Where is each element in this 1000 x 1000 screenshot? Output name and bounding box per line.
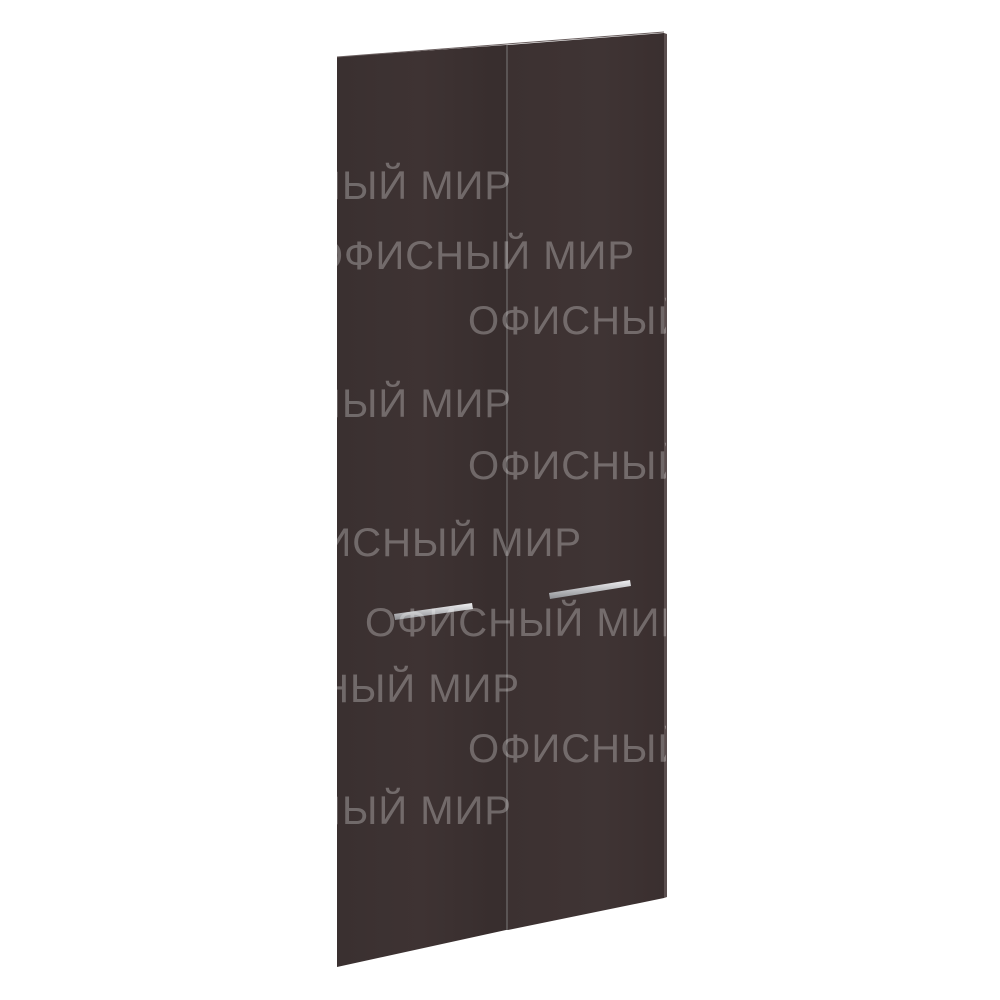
watermark-layer: ОФИСНЫЙ МИР ОФИСНЫЙ МИР ОФИСНЫЙ МИР ОФИС… xyxy=(189,162,791,833)
watermark-text: ОФИСНЫЙ МИР xyxy=(468,442,791,488)
watermark-text: ОФИСНЫЙ МИР xyxy=(197,665,520,711)
right-door xyxy=(508,33,664,930)
watermark-text: ОФИСНЫЙ МИР xyxy=(259,519,582,565)
left-door-handle xyxy=(394,603,473,620)
watermark-text: ОФИСНЫЙ МИР xyxy=(468,297,791,343)
watermark-text: ОФИСНЫЙ МИР xyxy=(189,787,512,833)
left-door xyxy=(337,45,506,967)
watermark-text: ОФИСНЫЙ МИР xyxy=(365,599,688,645)
right-door-handle xyxy=(549,580,631,599)
watermark-text: ОФИСНЫЙ МИР xyxy=(189,380,512,426)
watermark-text: ОФИСНЫЙ МИР xyxy=(468,725,791,771)
watermark-text: ОФИСНЫЙ МИР xyxy=(189,162,512,208)
watermark-text: ОФИСНЫЙ МИР xyxy=(312,232,635,278)
door-edge xyxy=(664,33,667,898)
